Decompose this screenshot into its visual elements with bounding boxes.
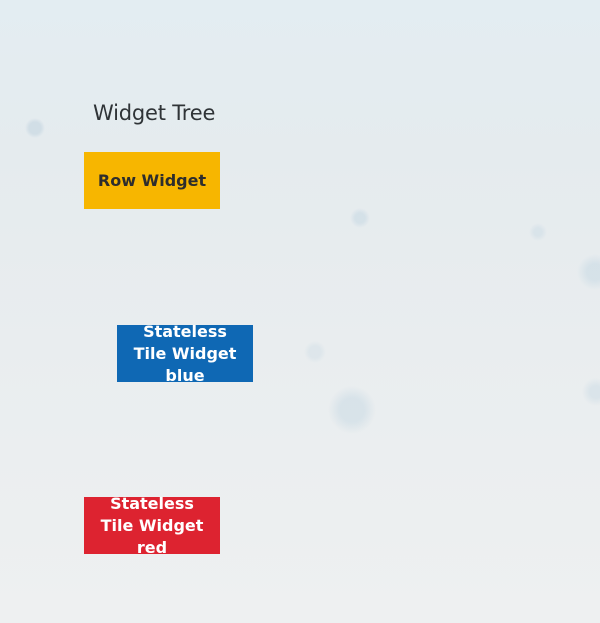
stateless-tile-red-node: Stateless Tile Widget red bbox=[84, 494, 220, 557]
row-widget-label: Row Widget bbox=[97, 170, 207, 190]
row-widget-node: Row Widget bbox=[84, 152, 220, 209]
stateless-tile-red-label: Stateless Tile Widget red bbox=[100, 493, 204, 557]
diagram-title: Widget Tree bbox=[93, 101, 216, 125]
stateless-tile-blue-label: Stateless Tile Widget blue bbox=[133, 321, 237, 385]
stateless-tile-blue-node: Stateless Tile Widget blue bbox=[117, 322, 253, 385]
